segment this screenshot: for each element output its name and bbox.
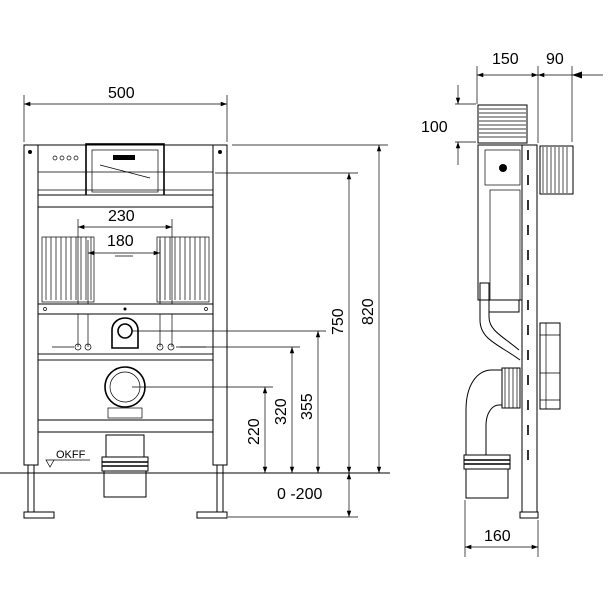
mid-rails xyxy=(37,303,214,433)
front-view: 500 xyxy=(0,85,390,519)
cistern xyxy=(37,143,214,311)
side-bottom-dimension: 160 xyxy=(464,500,539,557)
side-view: 150 90 100 xyxy=(421,51,603,557)
dim-100-label: 100 xyxy=(421,119,448,136)
floor-level: OKFF xyxy=(0,449,390,518)
dim-220-label: 220 xyxy=(246,418,263,445)
grille-left xyxy=(41,236,95,303)
dim-320-label: 320 xyxy=(273,398,290,425)
dim-150-label: 150 xyxy=(492,51,519,68)
dim-355-label: 355 xyxy=(299,393,316,420)
dim-0-200-label: 0 -200 xyxy=(277,486,322,503)
width-dim-label: 500 xyxy=(108,85,135,102)
dim-180-label: 180 xyxy=(107,233,134,250)
side-top-dimensions: 150 90 100 xyxy=(421,51,603,165)
floor-label: OKFF xyxy=(56,449,86,461)
width-dimension: 500 xyxy=(23,85,228,142)
dim-750-label: 750 xyxy=(330,308,347,335)
dim-820-label: 820 xyxy=(360,298,377,325)
side-flush-pipe xyxy=(479,300,521,361)
side-plate-grille xyxy=(539,145,574,410)
side-cistern xyxy=(477,144,523,313)
dim-230-label: 230 xyxy=(108,208,135,225)
dim-160-label: 160 xyxy=(484,528,511,545)
dim-90-label: 90 xyxy=(546,51,564,68)
outlet-pipe xyxy=(101,434,149,498)
side-actuator-grille xyxy=(477,104,528,144)
side-frame-post xyxy=(519,144,539,519)
side-outlet-bend xyxy=(463,367,521,499)
inner-dimensions: 230 180 xyxy=(77,208,173,347)
height-dimensions: 820 750 355 320 220 0 -200 xyxy=(132,144,388,517)
